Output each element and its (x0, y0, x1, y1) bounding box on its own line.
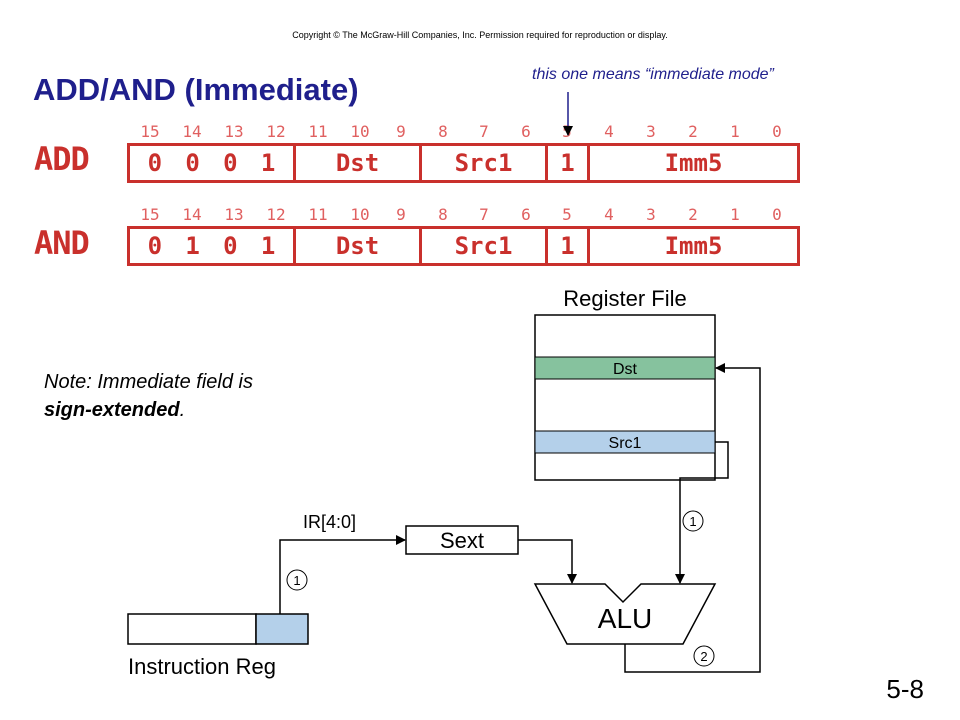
bit-number: 8 (438, 122, 448, 141)
bit-number: 9 (396, 122, 406, 141)
note-emphasis: sign-extended (44, 399, 180, 421)
bit-number: 14 (182, 122, 202, 141)
bit-number: 10 (350, 122, 370, 141)
bit-number: 2 (688, 205, 698, 224)
add-label: ADD (34, 140, 90, 178)
register-file-label: Register File (563, 286, 686, 311)
bit-number: 9 (396, 205, 406, 224)
add-instruction-format: 0 0 0 1 Dst Src1 1 Imm5 (127, 143, 800, 183)
bit-number: 4 (604, 205, 614, 224)
bit-number: 6 (521, 205, 531, 224)
src1-field: Src1 (422, 229, 548, 263)
bit-number: 7 (479, 205, 489, 224)
src1-field: Src1 (422, 146, 548, 180)
register-file (534, 314, 716, 481)
ir-field-label: IR[4:0] (303, 512, 356, 532)
dst-register-label: Dst (613, 361, 638, 378)
bit-number: 0 (772, 122, 782, 141)
bit-number: 11 (308, 205, 328, 224)
opcode-bit: 0 (223, 232, 238, 260)
sext-box (405, 525, 519, 555)
bit-number: 13 (224, 122, 244, 141)
opcode-bit: 1 (260, 149, 276, 177)
instruction-register (127, 613, 257, 645)
sext-label: Sext (440, 528, 484, 553)
bit-number: 1 (730, 122, 740, 141)
dst-field: Dst (296, 146, 422, 180)
copyright-notice: Copyright © The McGraw-Hill Companies, I… (292, 30, 668, 40)
bit-number: 14 (182, 205, 202, 224)
opcode-bit: 1 (185, 232, 200, 260)
slide-title: ADD/AND (Immediate) (33, 72, 359, 107)
bit-number: 5 (562, 205, 572, 224)
bit-number: 10 (350, 205, 370, 224)
step-1-label-src1: 1 (689, 514, 696, 529)
bit-number: 15 (140, 205, 160, 224)
opcode-bit: 0 (147, 232, 163, 260)
bit-number: 15 (140, 122, 160, 141)
and-label: AND (34, 224, 90, 262)
bit-number: 6 (521, 122, 531, 141)
alu-label: ALU (598, 603, 652, 634)
slide-number: 5-8 (886, 674, 924, 704)
bit-number: 7 (479, 122, 489, 141)
step-2-marker (693, 645, 715, 667)
opcode-bit: 0 (185, 149, 200, 177)
opcode-field: 0 0 0 1 (130, 146, 296, 180)
bit-number: 2 (688, 122, 698, 141)
bit-number: 13 (224, 205, 244, 224)
immediate-mode-annotation: this one means “immediate mode” (532, 66, 774, 83)
step-2-label: 2 (700, 649, 707, 664)
bit-number: 3 (646, 122, 656, 141)
bit-number: 3 (646, 205, 656, 224)
bit-number: 11 (308, 122, 328, 141)
sign-extension-note: Note: Immediate field is sign-extended. (44, 368, 253, 424)
alu (533, 583, 717, 645)
step-1-marker-ir (286, 569, 308, 591)
and-instruction-format: 0 1 0 1 Dst Src1 1 Imm5 (127, 226, 800, 266)
bit-number: 4 (604, 122, 614, 141)
bit-number: 0 (772, 205, 782, 224)
opcode-field: 0 1 0 1 (130, 229, 296, 263)
step-1-label-ir: 1 (293, 573, 300, 588)
sext-to-alu-wire (518, 539, 577, 584)
alu-to-dst-wire (624, 363, 761, 673)
opcode-bit: 1 (260, 232, 276, 260)
instruction-register-label: Instruction Reg (128, 654, 276, 679)
bit-number: 1 (730, 205, 740, 224)
note-line-1: Note: Immediate field is (44, 371, 253, 393)
dst-field: Dst (296, 229, 422, 263)
ir-to-sext-wire (279, 535, 406, 614)
opcode-bit: 0 (147, 149, 163, 177)
bit-number: 8 (438, 205, 448, 224)
bit-number: 12 (266, 205, 286, 224)
note-period: . (179, 399, 186, 421)
imm5-field: Imm5 (664, 149, 723, 177)
mode-bit-field: 1 (548, 229, 590, 263)
instruction-register-imm-field (255, 613, 309, 645)
step-1-marker-src1 (682, 510, 704, 532)
bit-number: 12 (266, 122, 286, 141)
src1-to-alu-wire (675, 441, 729, 584)
src1-register-label: Src1 (609, 435, 642, 452)
mode-bit-field: 1 (548, 146, 590, 180)
imm5-field: Imm5 (664, 232, 723, 260)
opcode-bit: 0 (223, 149, 238, 177)
bit-numbers-and: 15 14 13 12 11 10 9 8 7 6 5 4 3 2 1 0 (0, 205, 960, 225)
